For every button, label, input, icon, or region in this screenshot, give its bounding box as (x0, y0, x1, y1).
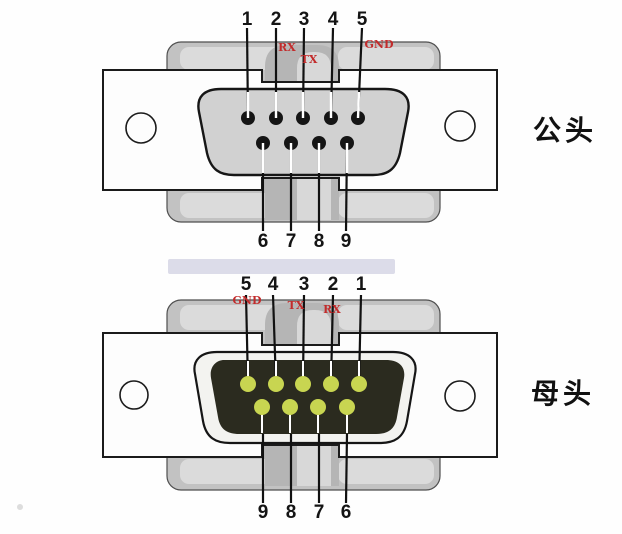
male-signal-label-tx: TX (300, 53, 318, 66)
female-pin-7 (310, 399, 326, 415)
hood-highlight (180, 47, 290, 70)
male-leader-lines-white (246, 91, 361, 173)
female-pin-4 (268, 376, 284, 392)
female-signal-label-gnd: GND (232, 294, 262, 307)
male-pin-number-1: 1 (241, 9, 253, 30)
female-pin-number-5: 5 (240, 274, 252, 295)
male-dshell (197, 87, 410, 177)
female-signal-label-rx: RX (323, 303, 341, 316)
female-dshell-face (210, 360, 405, 434)
male-type-label: 公头 (533, 114, 598, 147)
male-mount-hole-right (444, 110, 476, 142)
female-pin-number-8: 8 (285, 502, 297, 523)
male-signal-label-rx: RX (278, 41, 296, 54)
female-pin-3 (295, 376, 311, 392)
female-pin-5 (240, 376, 256, 392)
hood-highlight (338, 305, 434, 330)
female-pin-number-4: 4 (267, 274, 279, 295)
male-pin-number-4: 4 (327, 9, 339, 30)
male-pin-number-9: 9 (340, 231, 352, 252)
artifact-dot (17, 504, 23, 510)
female-signal-label-tx: TX (287, 299, 305, 312)
male-pin-number-2: 2 (270, 9, 282, 30)
female-type-label: 母头 (531, 377, 596, 410)
female-pin-number-7: 7 (313, 502, 325, 523)
hood-highlight (338, 459, 434, 484)
female-mount-hole-left (119, 380, 149, 410)
hood-highlight (180, 305, 290, 330)
hood-highlight (338, 193, 434, 218)
male-connector (102, 27, 498, 232)
male-mount-hole-left (125, 112, 157, 144)
female-pin-8 (282, 399, 298, 415)
female-mount-hole-right (444, 380, 476, 412)
divider-bar (168, 259, 395, 274)
female-pin-2 (323, 376, 339, 392)
male-pin-number-5: 5 (356, 9, 368, 30)
female-pin-number-6: 6 (340, 502, 352, 523)
female-connector (102, 294, 498, 504)
female-pin-9 (254, 399, 270, 415)
male-pin-number-8: 8 (313, 231, 325, 252)
male-signal-label-gnd: GND (364, 38, 394, 51)
female-pin-number-1: 1 (355, 274, 367, 295)
male-pin-number-7: 7 (285, 231, 297, 252)
male-pin-number-3: 3 (298, 9, 310, 30)
female-pin-6 (339, 399, 355, 415)
female-pin-1 (351, 376, 367, 392)
female-pin-number-2: 2 (327, 274, 339, 295)
female-pin-number-9: 9 (257, 502, 269, 523)
female-pins (240, 376, 367, 415)
male-pin-number-6: 6 (257, 231, 269, 252)
female-pin-number-3: 3 (298, 274, 310, 295)
